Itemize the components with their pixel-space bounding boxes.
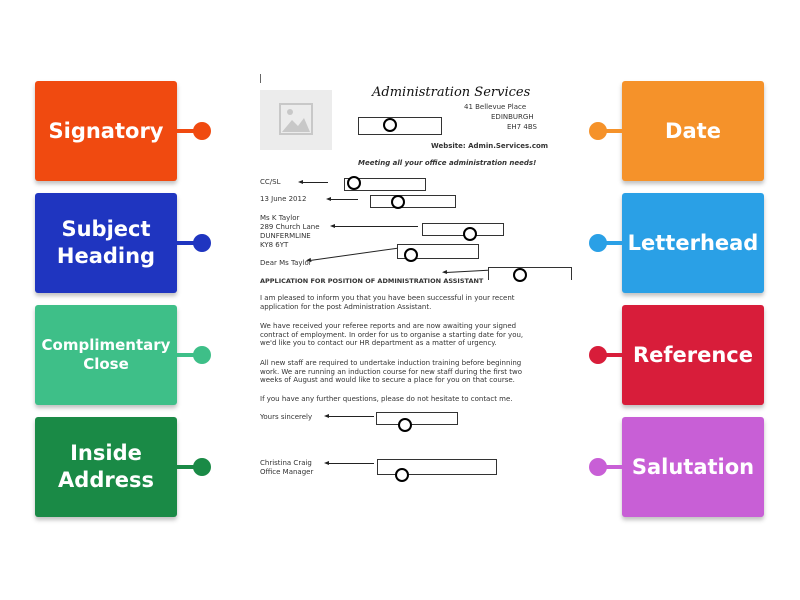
pointer-arrow: [298, 180, 328, 184]
label-card-letterhead[interactable]: Letterhead: [622, 193, 764, 293]
label-card-subject-heading[interactable]: Subject Heading: [35, 193, 177, 293]
pointer-arrow: [326, 197, 358, 201]
drop-slot-date[interactable]: [370, 195, 456, 208]
drop-slot-subject-heading[interactable]: [488, 267, 572, 280]
drop-target-dot[interactable]: [404, 248, 418, 262]
drop-target-dot[interactable]: [398, 418, 412, 432]
label-text: Reference: [632, 342, 754, 367]
drop-target-dot[interactable]: [391, 195, 405, 209]
connector-knob[interactable]: [589, 346, 607, 364]
address-line: EDINBURGH: [491, 113, 534, 121]
inside-address-line: DUNFERMLINE: [260, 232, 311, 240]
label-text: Letterhead: [627, 230, 759, 255]
address-line: EH7 4BS: [507, 123, 537, 131]
address-line: 41 Bellevue Place: [464, 103, 527, 111]
pointer-arrow: [324, 461, 374, 465]
label-text: Date: [665, 118, 721, 143]
image-placeholder-icon: [260, 90, 332, 150]
label-card-date[interactable]: Date: [622, 81, 764, 181]
body-paragraph: We have received your referee reports an…: [260, 322, 524, 347]
connector-line: [605, 241, 623, 245]
connector-line: [605, 129, 623, 133]
inside-address-line: KY8 6YT: [260, 241, 289, 249]
connector-line: [177, 465, 195, 469]
pointer-arrow: [309, 247, 402, 261]
drop-slot-letterhead[interactable]: [358, 117, 442, 135]
label-card-complimentary-close[interactable]: Complimentary Close: [35, 305, 177, 405]
connector-knob[interactable]: [589, 122, 607, 140]
company-name: Administration Services: [372, 85, 531, 100]
website-text: Website: Admin.Services.com: [431, 142, 549, 150]
pointer-arrow: [445, 269, 488, 273]
body-paragraph: If you have any further questions, pleas…: [260, 395, 513, 403]
label-text: Inside Address: [58, 441, 154, 492]
inside-address-line: Ms K Taylor: [260, 214, 300, 222]
connector-knob[interactable]: [193, 234, 211, 252]
label-text: Complimentary Close: [41, 336, 171, 373]
slogan-text: Meeting all your office administration n…: [358, 159, 537, 167]
business-letter: | Administration Services 41 Bellevue Pl…: [250, 72, 572, 492]
connector-knob[interactable]: [193, 458, 211, 476]
pointer-arrow: [324, 414, 374, 418]
connector-knob[interactable]: [589, 458, 607, 476]
drop-target-dot[interactable]: [513, 268, 527, 282]
reference-text: CC/SL: [260, 178, 281, 186]
drop-slot-complimentary-close[interactable]: [376, 412, 458, 425]
label-card-inside-address[interactable]: Inside Address: [35, 417, 177, 517]
drop-target-dot[interactable]: [383, 118, 397, 132]
connector-knob[interactable]: [193, 346, 211, 364]
label-card-salutation[interactable]: Salutation: [622, 417, 764, 517]
subject-heading-text: APPLICATION FOR POSITION OF ADMINISTRATI…: [260, 277, 484, 285]
inside-address-line: 289 Church Lane: [260, 223, 320, 231]
salutation-text: Dear Ms Taylor: [260, 259, 312, 267]
label-text: Subject Heading: [56, 217, 156, 268]
connector-line: [605, 353, 623, 357]
drop-target-dot[interactable]: [347, 176, 361, 190]
label-text: Signatory: [48, 118, 164, 143]
text-cursor-mark: |: [259, 74, 263, 84]
complimentary-close-text: Yours sincerely: [260, 413, 313, 421]
connector-line: [177, 353, 195, 357]
drop-target-dot[interactable]: [463, 227, 477, 241]
signatory-title: Office Manager: [260, 468, 314, 476]
body-paragraph: I am pleased to inform you that you have…: [260, 294, 515, 311]
body-paragraph: All new staff are required to undertake …: [260, 359, 522, 384]
connector-knob[interactable]: [589, 234, 607, 252]
date-text: 13 June 2012: [260, 195, 307, 203]
connector-knob[interactable]: [193, 122, 211, 140]
connector-line: [177, 129, 195, 133]
connector-line: [605, 465, 623, 469]
label-card-reference[interactable]: Reference: [622, 305, 764, 405]
signatory-name: Christina Craig: [260, 459, 312, 467]
pointer-arrow: [330, 224, 418, 228]
drop-slot-reference[interactable]: [344, 178, 426, 191]
label-card-signatory[interactable]: Signatory: [35, 81, 177, 181]
label-text: Salutation: [631, 454, 755, 479]
connector-line: [177, 241, 195, 245]
drop-target-dot[interactable]: [395, 468, 409, 482]
